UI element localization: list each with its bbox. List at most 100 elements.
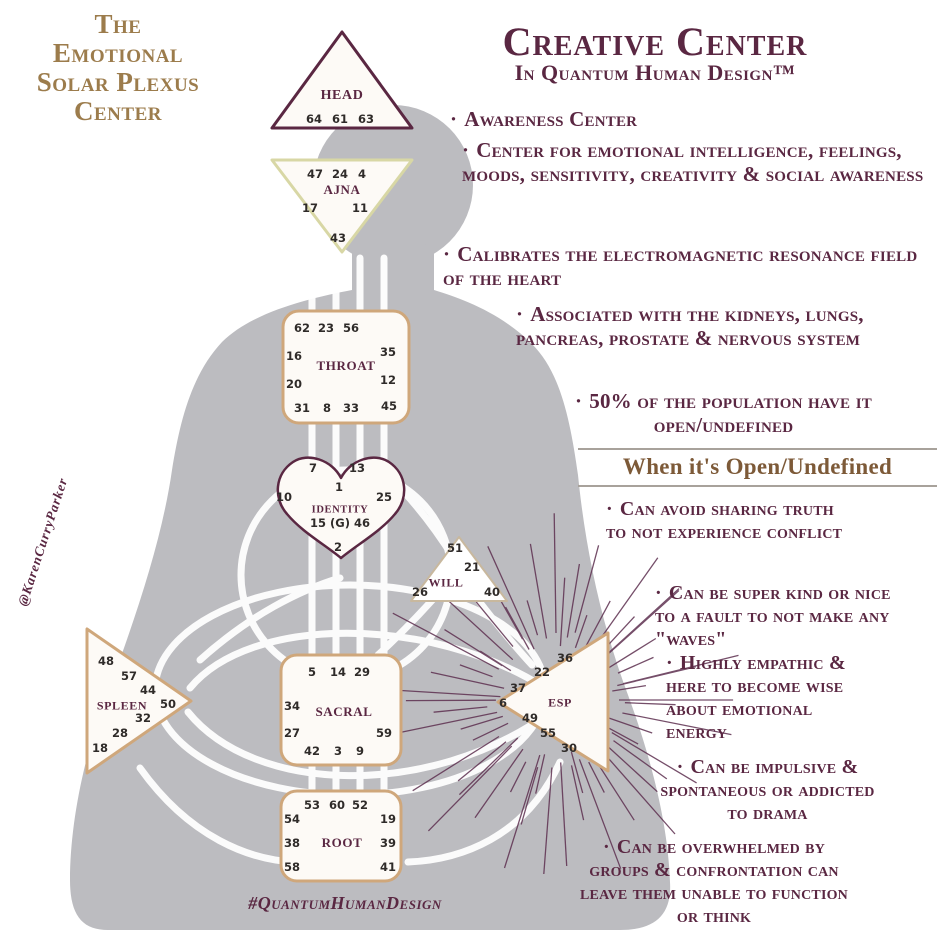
center-label: HEAD (320, 88, 364, 103)
fact-calibrates-heart: ·Calibrates the electromagnetic resonanc… (443, 242, 935, 290)
page-title-line: Solar Plexus (36, 67, 200, 98)
page-title-line: The (94, 9, 142, 39)
center-label: ROOT (321, 835, 363, 850)
gate-number: 37 (509, 681, 527, 695)
bullet-icon: · (516, 302, 524, 326)
bullet-icon: · (575, 389, 583, 413)
fact-text: Center for emotional intelligence, feeli… (462, 138, 924, 186)
gate-number: 9 (355, 744, 365, 758)
bullet-text: Can be impulsive & spontaneous or addict… (660, 756, 875, 824)
center-ajna: 47 24 4 AJNA 17 11 43 (262, 152, 422, 257)
esp-sunburst-rays (384, 513, 739, 875)
open-bullet-impulsive: ·Can be impulsive & spontaneous or addic… (660, 756, 875, 825)
center-label: WILL (428, 575, 464, 590)
bullet-icon: · (462, 138, 470, 162)
open-undefined-header: When it's Open/Undefined (578, 448, 937, 487)
sub-heading: In Quantum Human Design™ (514, 60, 796, 85)
gate-number: 62 (293, 321, 311, 335)
gate-number: 26 (411, 585, 429, 599)
center-label: AJNA (323, 182, 361, 197)
gate-number: 33 (342, 401, 360, 415)
center-esp: 36 22 37 6 ESP 49 55 30 (485, 623, 617, 781)
open-bullet-overwhelmed: ·Can be overwhelmed by groups & confront… (580, 836, 848, 928)
gate-number: 34 (283, 699, 301, 713)
bullet-icon: · (676, 756, 684, 778)
fact-awareness-center: ·Awareness Center (450, 107, 880, 132)
head-triangle-icon (270, 30, 414, 130)
page-title-line: Emotional (52, 38, 184, 69)
gate-number: 14 (329, 665, 347, 679)
esp-triangle-icon (496, 631, 610, 773)
gate-number: 4 (357, 167, 367, 181)
gate-number: 64 (305, 112, 323, 126)
page-title: The Emotional Solar Plexus Center (8, 9, 228, 127)
gate-number: 47 (306, 167, 324, 181)
bullet-icon: · (450, 107, 458, 131)
center-will: 51 21 WILL 26 40 (403, 531, 515, 607)
will-triangle-icon (410, 536, 508, 602)
gate-number: 18 (91, 741, 109, 755)
gate-number: 51 (446, 541, 464, 555)
center-label: SPLEEN (96, 698, 148, 713)
sacral-square-icon (279, 653, 403, 767)
fact-text: Awareness Center (464, 107, 638, 131)
main-heading: Creative Center (502, 19, 808, 64)
identity-heart-icon (276, 456, 406, 560)
gate-number: 58 (283, 860, 301, 874)
gate-number: 1 (334, 480, 344, 494)
gate-number: 60 (328, 798, 346, 812)
gate-number: 2 (333, 540, 343, 554)
center-spleen: 48 57 44 SPLEEN 50 32 28 18 (78, 620, 200, 782)
gate-number: 23 (317, 321, 335, 335)
bullet-text: Highly empathic & here to become wise ab… (666, 652, 846, 743)
gate-number: 54 (283, 812, 301, 826)
fact-text: 50% of the population have it open/undef… (589, 389, 872, 437)
gate-number: 57 (120, 669, 138, 683)
gate-number: 48 (97, 654, 115, 668)
gate-number: 50 (159, 697, 177, 711)
bullet-icon: · (443, 242, 451, 266)
center-label: SACRAL (315, 704, 373, 719)
gate-number: 59 (375, 726, 393, 740)
gate-number: 17 (301, 201, 319, 215)
spleen-triangle-icon (85, 627, 193, 775)
center-root: 53 60 52 54 19 38 ROOT 39 58 41 (276, 786, 406, 886)
gate-number: 56 (342, 321, 360, 335)
root-square-icon (279, 789, 403, 883)
center-label: IDENTITY (311, 504, 369, 516)
bullet-text: Can be super kind or nice to a fault to … (655, 582, 891, 650)
bullet-text: Can be overwhelmed by groups & confronta… (580, 836, 848, 927)
gate-number: 45 (380, 399, 398, 413)
gate-number: 55 (539, 726, 557, 740)
gate-number: 19 (379, 812, 397, 826)
fact-associated-organs: ·Associated with the kidneys, lungs, pan… (516, 302, 936, 350)
fact-emotional-intelligence: ·Center for emotional intelligence, feel… (462, 138, 937, 186)
gate-number: 61 (331, 112, 349, 126)
fact-population: ·50% of the population have it open/unde… (536, 389, 911, 437)
gate-number: 3 (333, 744, 343, 758)
fact-text: Associated with the kidneys, lungs, panc… (516, 302, 864, 350)
gate-number: 53 (303, 798, 321, 812)
gate-number: 35 (379, 345, 397, 359)
throat-square-icon (281, 309, 411, 425)
gate-number: 13 (348, 461, 366, 475)
gate-number: 42 (303, 744, 321, 758)
center-head: HEAD 64 61 63 (262, 26, 422, 136)
gate-number: 6 (498, 696, 508, 710)
bullet-icon: · (606, 498, 613, 520)
ajna-triangle-icon (270, 158, 414, 254)
gate-number: 25 (375, 490, 393, 504)
center-label: ESP (548, 695, 572, 710)
gate-number: 15 (G) 46 (310, 516, 370, 530)
gate-number: 12 (379, 373, 397, 387)
gate-number: 27 (283, 726, 301, 740)
page-title-line: Center (74, 96, 162, 127)
hashtag-caption: #QuantumHumanDesign (248, 893, 442, 913)
center-label: THROAT (316, 358, 376, 373)
bullet-text: Can avoid sharing truth to not experienc… (606, 498, 843, 543)
gate-number: 38 (283, 836, 301, 850)
gate-number: 52 (351, 798, 369, 812)
gate-number: 39 (379, 836, 397, 850)
gate-number: 20 (285, 377, 303, 391)
